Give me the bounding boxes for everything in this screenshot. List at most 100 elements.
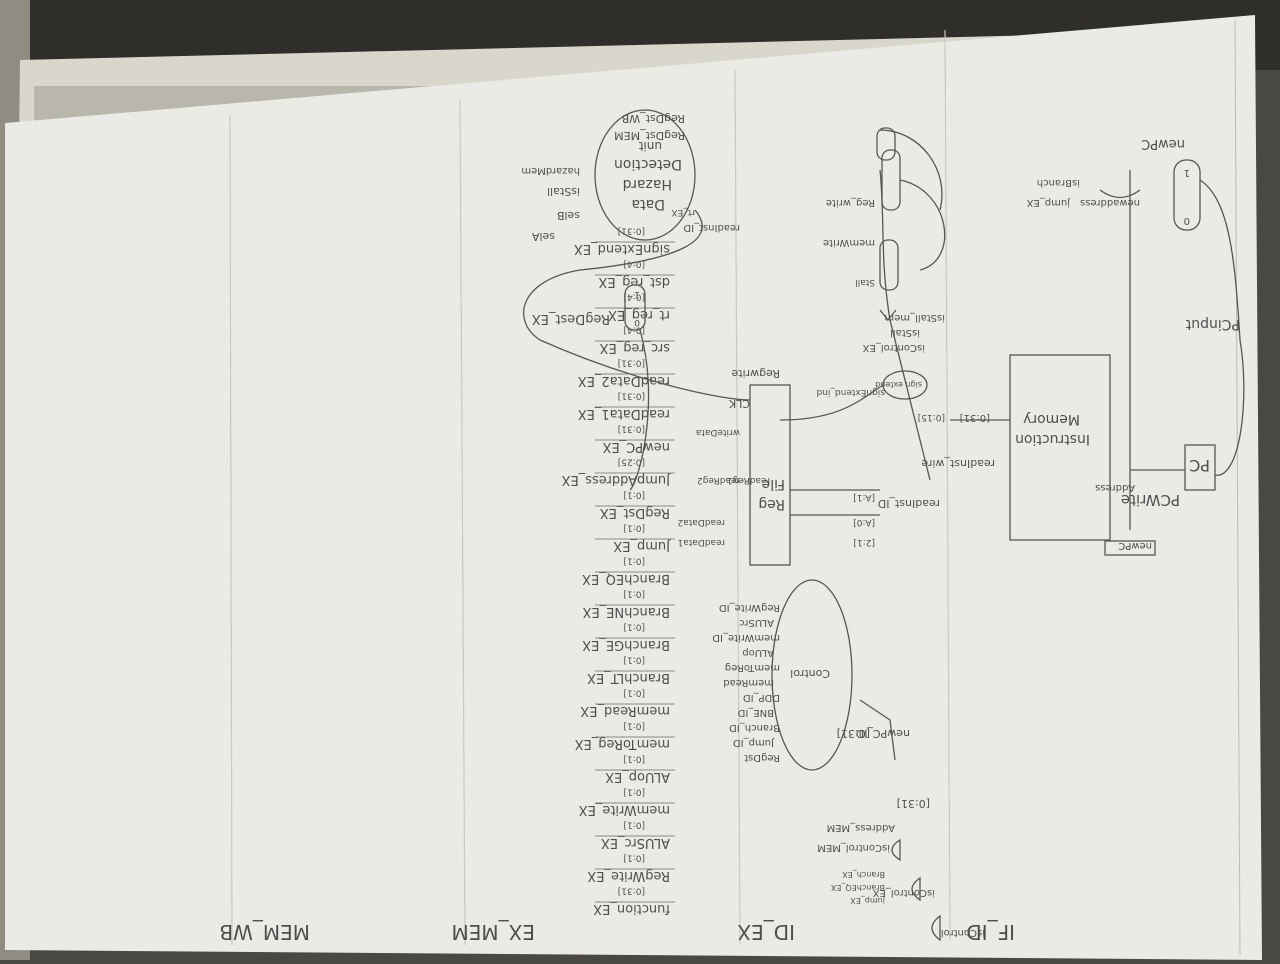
mux-label-memwrite: memWrite bbox=[823, 237, 875, 248]
control-signal: RegDst bbox=[744, 752, 780, 763]
svg-text:1: 1 bbox=[634, 289, 640, 299]
stage-label-mem-wb: MEM_WB bbox=[219, 920, 310, 944]
signal-isstall: isStall bbox=[890, 327, 920, 338]
regfile-line2: File bbox=[762, 476, 785, 492]
margin-line bbox=[1234, 19, 1241, 956]
control-signal: RegWrite_ID bbox=[719, 602, 780, 613]
control-title: Control bbox=[790, 667, 830, 680]
id-ex-signal: signExtend_EX bbox=[574, 241, 670, 256]
id-ex-bus-width: [0:4] bbox=[623, 259, 645, 269]
branch-gates: isControl isControl_EX isControl_MEM Add… bbox=[817, 822, 985, 942]
stage-labels: IF_ID ID_EX EX_MEM MEM_WB bbox=[219, 920, 1015, 944]
control-signal: memWrite_ID bbox=[712, 632, 780, 643]
gate-label-address-mem: Address_MEM bbox=[827, 822, 895, 833]
id-ex-signal: function_EX bbox=[593, 901, 670, 916]
id-ex-bus-width: [0:31] bbox=[618, 226, 645, 236]
id-ex-signal: readData1_EX bbox=[578, 406, 670, 421]
mux-input-isbranch: isBranch bbox=[1037, 177, 1080, 188]
pcinput-label: PCinput bbox=[1185, 316, 1240, 332]
imem-line1: Instruction bbox=[1015, 431, 1090, 447]
id-ex-signal: readData2_EX bbox=[578, 373, 670, 388]
id-ex-signal: dst_reg_EX bbox=[598, 274, 670, 289]
sign-extend-bus: [0:15] bbox=[918, 412, 945, 422]
id-ex-bus-width: [0:31] bbox=[618, 358, 645, 368]
stall-muxes: Reg_write memWrite Stall isStall isContr… bbox=[823, 127, 946, 353]
hazard-output-selb: selB bbox=[557, 209, 580, 222]
control-signal-list: RegDstJump_IDBranch_IDBNE_IDDDP_IDmemRea… bbox=[712, 602, 780, 763]
mux-label-regwrite: Reg_write bbox=[826, 197, 875, 208]
id-ex-bus-width: [0:1] bbox=[623, 556, 645, 566]
newpc-label: newPC bbox=[1141, 136, 1185, 151]
regfile-line1: Reg bbox=[758, 496, 785, 512]
id-ex-signal: BranchLT_EX bbox=[587, 670, 670, 685]
newpc-id-label: newPC_ID bbox=[856, 727, 910, 740]
hazard-input-rt: rt_EX bbox=[671, 207, 695, 217]
regfile-readdata2: readData2 bbox=[678, 517, 725, 527]
control-signal: memRead bbox=[723, 677, 774, 688]
id-ex-bus-width: [0:1] bbox=[623, 754, 645, 764]
if-id-bus-2: [0:31] bbox=[897, 797, 930, 810]
regfile-bus-3: [2:1] bbox=[853, 537, 875, 547]
mux-input-newaddress: newaddress bbox=[1080, 197, 1140, 208]
svg-text:0: 0 bbox=[634, 317, 640, 327]
hazard-line1: Data bbox=[632, 196, 665, 212]
id-ex-bus-width: [0:4] bbox=[623, 292, 645, 302]
main-sheet bbox=[5, 15, 1262, 960]
regdst-mux-label: RegDest_EX bbox=[532, 311, 610, 326]
id-ex-bus-width: [0:1] bbox=[623, 622, 645, 632]
sign-extend-label: sign extend bbox=[875, 380, 922, 389]
id-ex-signal: src_reg_EX bbox=[599, 340, 670, 355]
id-ex-signal: RegWrite_EX bbox=[587, 868, 670, 883]
id-ex-bus-width: [0:1] bbox=[623, 490, 645, 500]
pcwrite-label: PCWrite bbox=[1121, 491, 1180, 509]
sign-extend: sign extend signExtend_ind [0:15] bbox=[779, 370, 945, 422]
signal-isstall-mem: isStall_mem bbox=[884, 312, 945, 323]
gate-input-jump: jump_EX bbox=[850, 896, 886, 905]
regfile-writedata: writeData bbox=[696, 427, 740, 437]
hazard-output-sela: selA bbox=[531, 230, 555, 243]
mux-input-jump: jump_EX bbox=[1026, 197, 1071, 208]
id-ex-bus-width: [0:1] bbox=[623, 721, 645, 731]
id-ex-signal: rt_reg_EX bbox=[608, 307, 670, 322]
id-ex-signal: memRead_EX bbox=[580, 703, 670, 718]
id-ex-signal: ALUSrc_EX bbox=[601, 835, 670, 850]
pc-label: PC bbox=[1189, 456, 1210, 475]
hazard-input-readinst: readInst_ID bbox=[683, 222, 740, 233]
register-file: Reg File CLK Regwrite readReg1 readReg2 … bbox=[678, 367, 880, 566]
control-signal: Branch_ID bbox=[729, 722, 780, 733]
id-ex-signal: BranchEQ_EX bbox=[582, 571, 670, 586]
control-unit: Control bbox=[771, 579, 853, 771]
control-signal: ALUop bbox=[742, 647, 774, 658]
id-ex-signal: BranchGE_EX bbox=[582, 637, 670, 652]
id-ex-signal: newPC_EX bbox=[603, 439, 671, 454]
id-ex-bus-width: [0:25] bbox=[618, 457, 645, 467]
gate-label-iscontrol-mem: isControl_MEM bbox=[817, 842, 890, 853]
svg-text:1: 1 bbox=[1184, 167, 1190, 178]
regfile-regwrite: Regwrite bbox=[731, 367, 780, 380]
newpc-bus-label: newPC bbox=[1118, 540, 1152, 551]
regfile-readreg1: readReg1 bbox=[727, 475, 770, 485]
stage-label-ex-mem: EX_MEM bbox=[452, 920, 536, 944]
control-signal: BNE_ID bbox=[737, 707, 774, 718]
id-ex-signal: BranchNE_EX bbox=[582, 604, 670, 619]
id-ex-bus-width: [0:1] bbox=[623, 655, 645, 665]
regdst-mux: 0 1 RegDest_EX bbox=[532, 284, 650, 491]
imem-address: Address bbox=[1095, 482, 1135, 493]
id-ex-bus-width: [0:1] bbox=[623, 853, 645, 863]
id-ex-bus-width: [0:1] bbox=[623, 523, 645, 533]
id-ex-bus-width: [0:1] bbox=[623, 787, 645, 797]
hazard-line4: unit bbox=[638, 139, 662, 153]
id-ex-signal: Jump_EX bbox=[613, 538, 671, 553]
id-ex-bus-width: [0:1] bbox=[623, 820, 645, 830]
hazard-output-isstall: isStall bbox=[547, 185, 580, 198]
regfile-bus-1: [A:1] bbox=[853, 492, 875, 502]
id-ex-bus-width: [0:1] bbox=[623, 688, 645, 698]
pc-mux: 0 1 newPC newaddress jump_EX isBranch PC… bbox=[1026, 136, 1240, 556]
instruction-memory: Instruction Memory Address readInst_wire… bbox=[921, 354, 1135, 541]
hazard-line3: Detection bbox=[614, 156, 682, 172]
id-ex-bus-width: [0:31] bbox=[618, 391, 645, 401]
sign-extend-signal: signExtend_ind bbox=[816, 387, 885, 397]
control-signal: DDP_ID bbox=[743, 692, 780, 703]
stage-divider-lines bbox=[229, 29, 951, 946]
hazard-input-regdst-wb: RegDst_WB bbox=[622, 112, 685, 125]
